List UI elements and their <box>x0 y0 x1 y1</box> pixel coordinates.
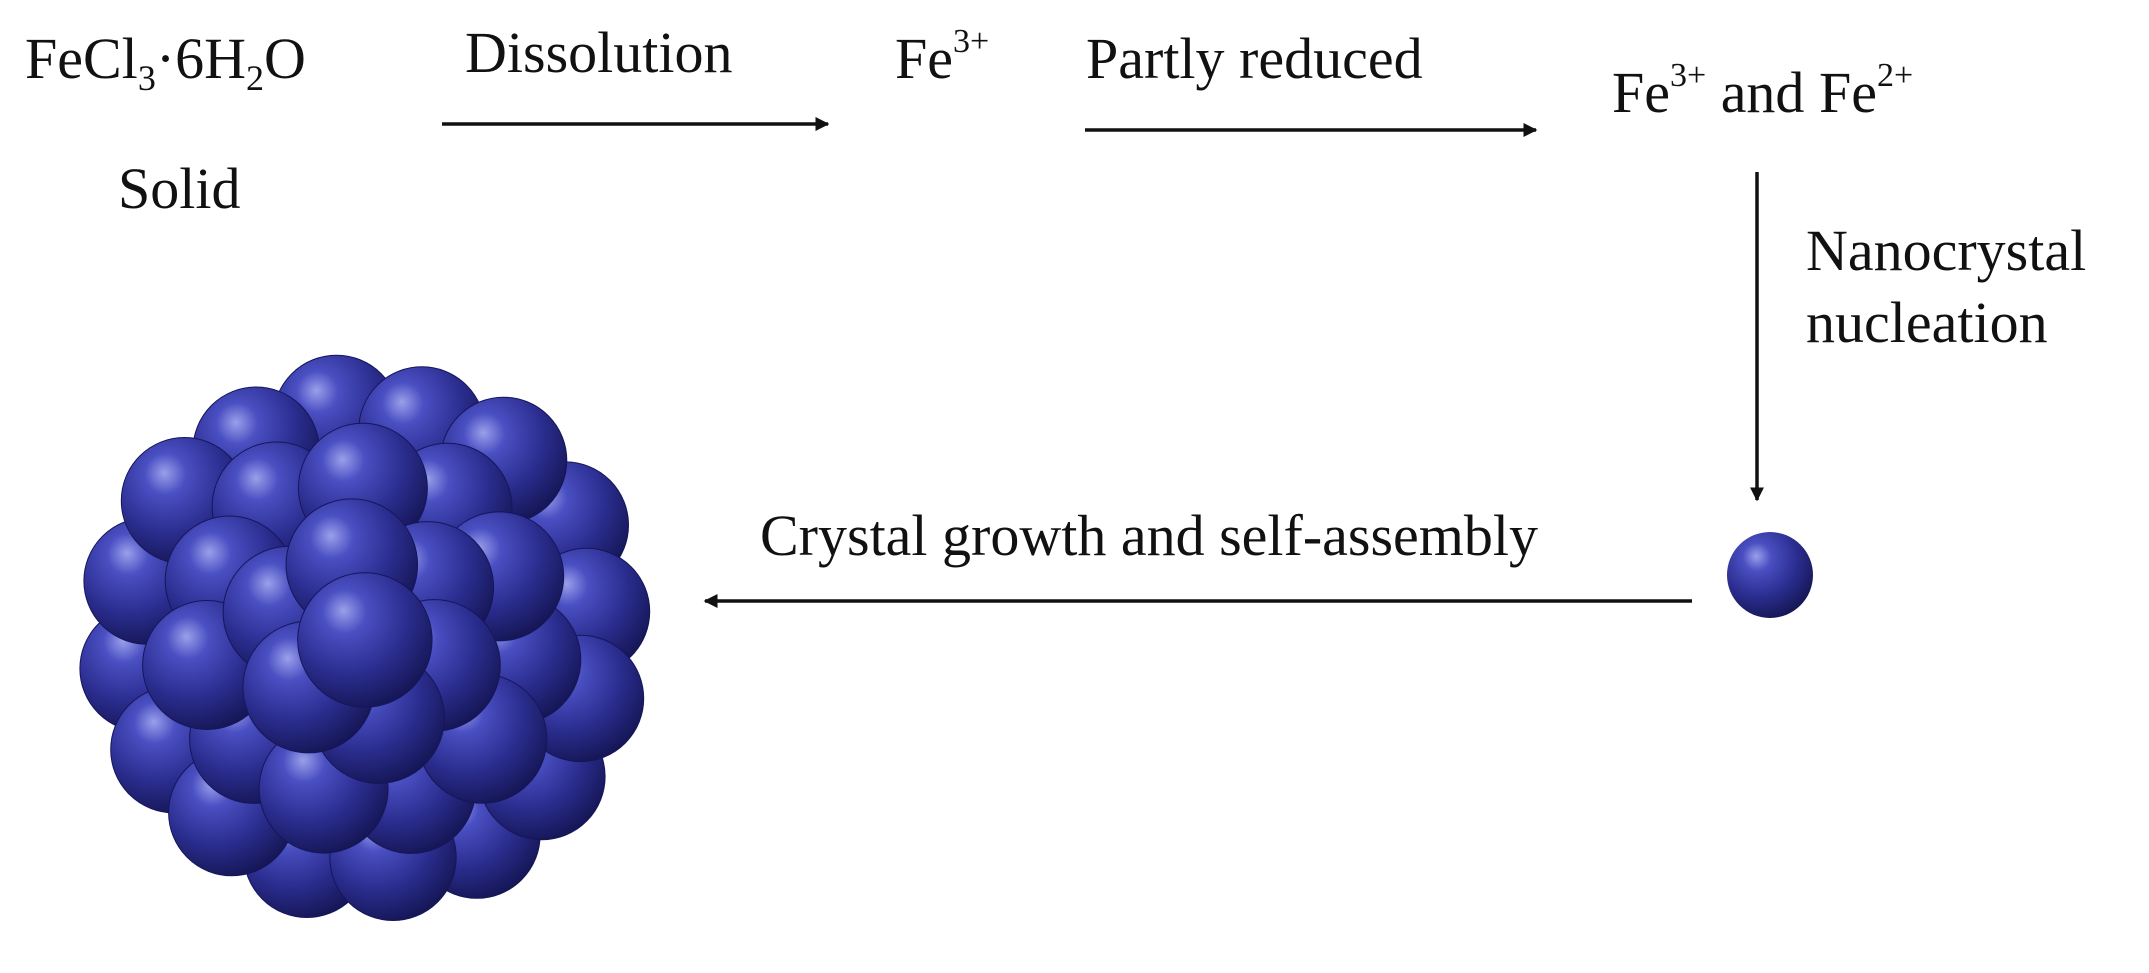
step-dissolution-label: Dissolution <box>465 20 733 85</box>
cluster-sphere <box>297 572 433 708</box>
nucleus-sphere-icon <box>1727 532 1813 618</box>
cluster-sphere-icon <box>79 354 651 921</box>
step-nucleation-label-line1: Nanocrystal <box>1806 218 2086 283</box>
reactant-formula: FeCl3·6H2O <box>25 26 306 98</box>
step-growth-label: Crystal growth and self-assembly <box>760 503 1538 568</box>
step-partly-reduced-label: Partly reduced <box>1086 26 1423 91</box>
reactant-state-label: Solid <box>118 156 241 221</box>
ion-mix-label: Fe3+ and Fe2+ <box>1612 57 1913 125</box>
ion-fe3-label: Fe3+ <box>895 23 989 91</box>
step-nucleation-label-line2: nucleation <box>1806 290 2048 355</box>
